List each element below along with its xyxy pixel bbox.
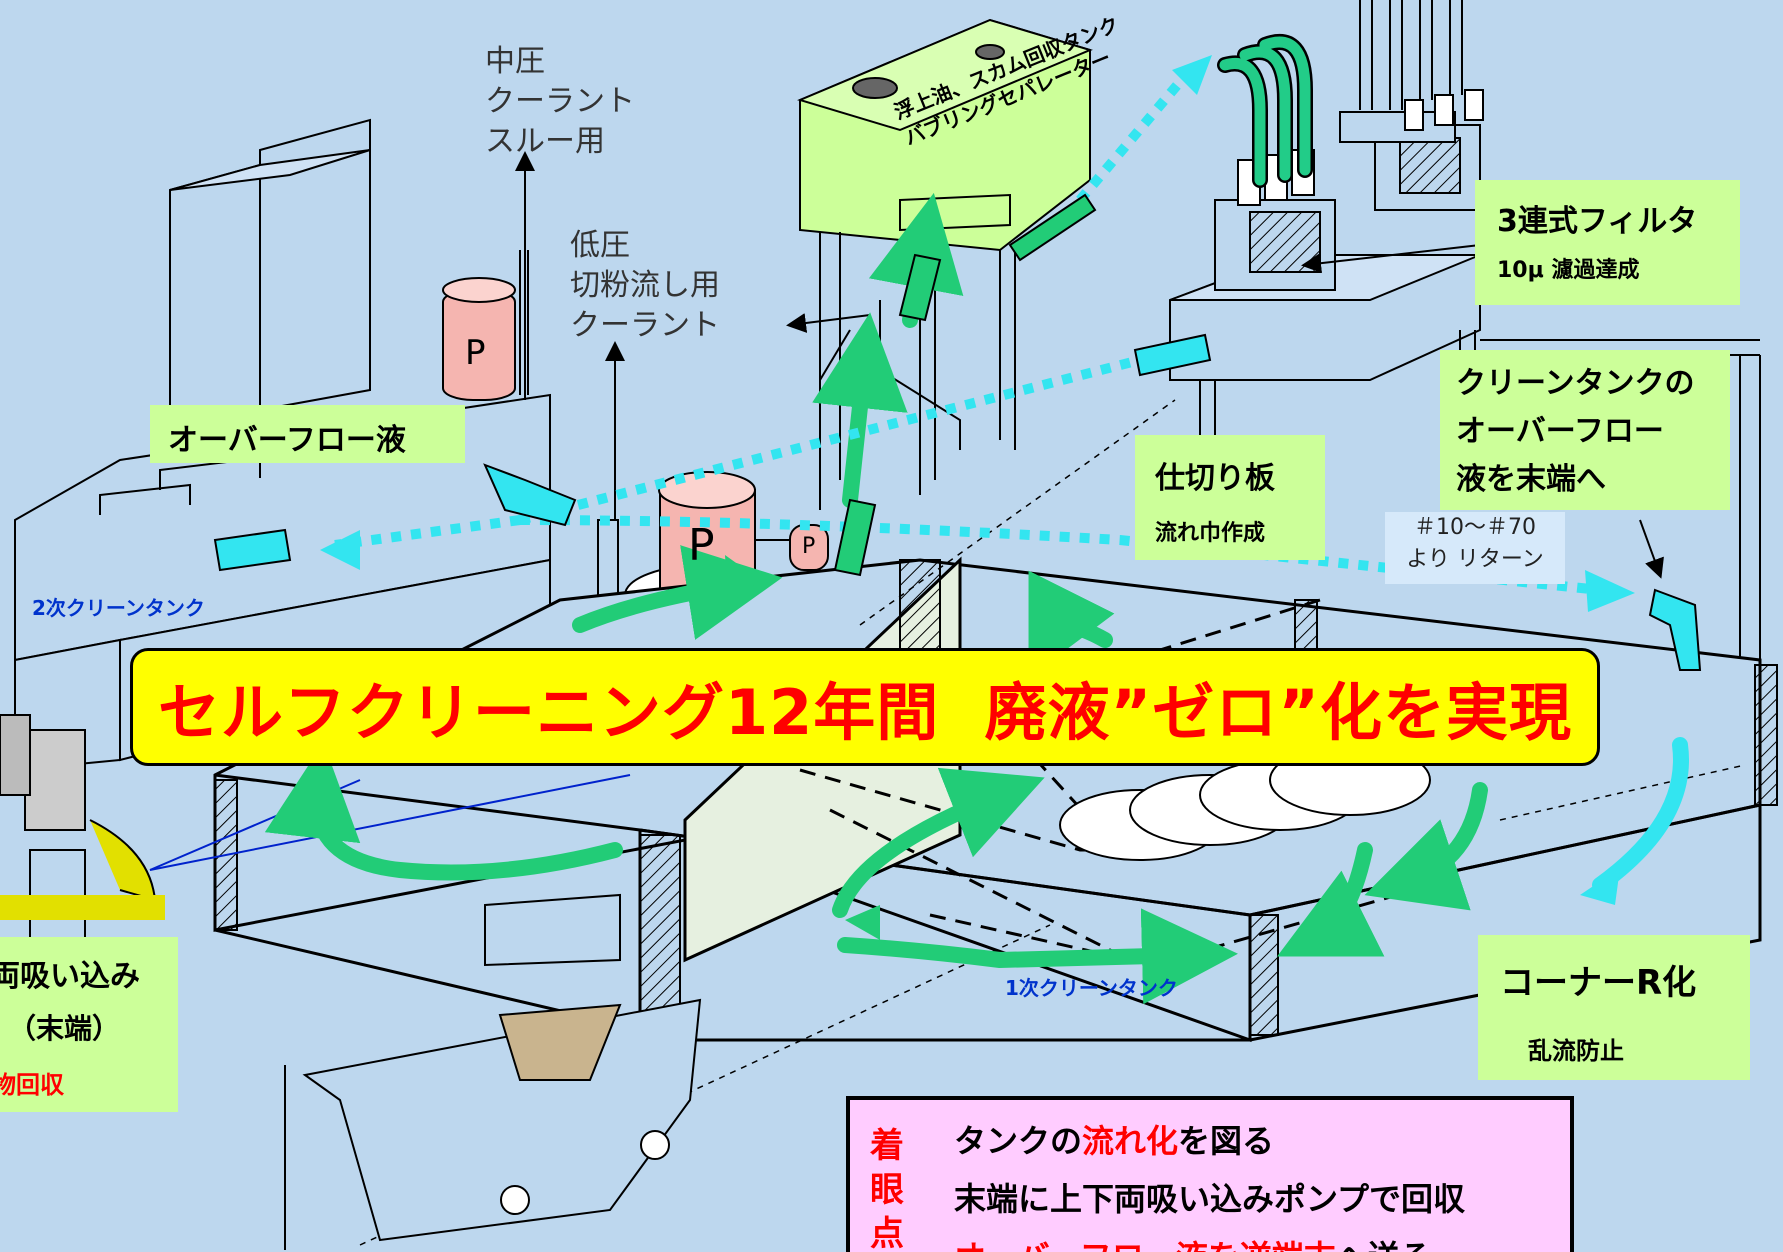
corner-title: コーナーR化 (1500, 963, 1697, 1003)
overflow-label: オーバーフロー液 (168, 423, 406, 458)
secondary-tank-label: 2次クリーンタンク (32, 596, 205, 620)
cyan-nozzles (213, 333, 1702, 671)
headline-banner: セルフクリーニング12年間 廃液”ゼロ”化を実現 (130, 648, 1600, 766)
primary-tank-label: 1次クリーンタンク (1005, 976, 1178, 1000)
key-points-box: 着 眼 点 タンクの流れ化を図る 末端に上下両吸い込みポンプで回収 オーバーフロ… (846, 1096, 1574, 1252)
overflow-label-box: オーバーフロー液 (150, 405, 465, 463)
filter-title: 3連式フィルタ (1497, 204, 1698, 239)
partition-subtitle: 流れ巾作成 (1155, 521, 1266, 546)
small-pump-letter: P (802, 534, 816, 559)
cyan-return (1592, 737, 1689, 893)
secondary-pump-letter: P (465, 333, 486, 373)
control-cabinets (169, 118, 371, 452)
filter-subtitle: 10μ 濾過達成 (1497, 258, 1640, 283)
green-nozzles (833, 193, 1097, 577)
filter-label-box: 3連式フィルタ 10μ 濾過達成 (1475, 180, 1740, 305)
partition-label-box: 仕切り板 流れ巾作成 (1135, 435, 1325, 560)
key-point-3: オーバーフロー液を逆端末へ送る (954, 1232, 1432, 1252)
partition-title: 仕切り板 (1155, 461, 1275, 496)
cyan-flow (334, 66, 1601, 595)
green-flow-heads (725, 555, 880, 940)
key-points-vertical-label: 着 眼 点 (870, 1126, 904, 1252)
medium-pressure-label: 中圧クーラントスルー用 (485, 44, 635, 159)
roll-filter (1059, 744, 1431, 861)
clean-overflow-line2: オーバーフロー (1456, 414, 1664, 449)
clean-overflow-line1: クリーンタンクの (1456, 366, 1695, 401)
corner-subtitle: 乱流防止 (1528, 1037, 1624, 1065)
cyan-heads (320, 55, 1635, 612)
suction-line3: 物回収 (0, 1071, 64, 1099)
suction-line1: 両吸い込み (0, 959, 140, 994)
key-point-1: タンクの流れ化を図る (954, 1122, 1275, 1160)
clean-overflow-line3: 液を末端へ (1456, 462, 1606, 497)
suction-label-box: 両吸い込み （末端） 物回収 (0, 937, 178, 1112)
key-point-2: 末端に上下両吸い込みポンプで回収 (954, 1180, 1466, 1218)
corner-label-box: コーナーR化 乱流防止 (1478, 935, 1750, 1080)
filter-unit (1169, 111, 1761, 660)
suction-pump-motor (0, 714, 165, 961)
clean-overflow-box: クリーンタンクの オーバーフロー 液を末端へ (1440, 350, 1730, 510)
suction-line2: （末端） (8, 1012, 121, 1045)
main-pump-letter: P (688, 520, 715, 571)
low-pressure-label: 低圧切粉流し用クーラント (570, 228, 720, 343)
chip-trolley (284, 893, 702, 1250)
